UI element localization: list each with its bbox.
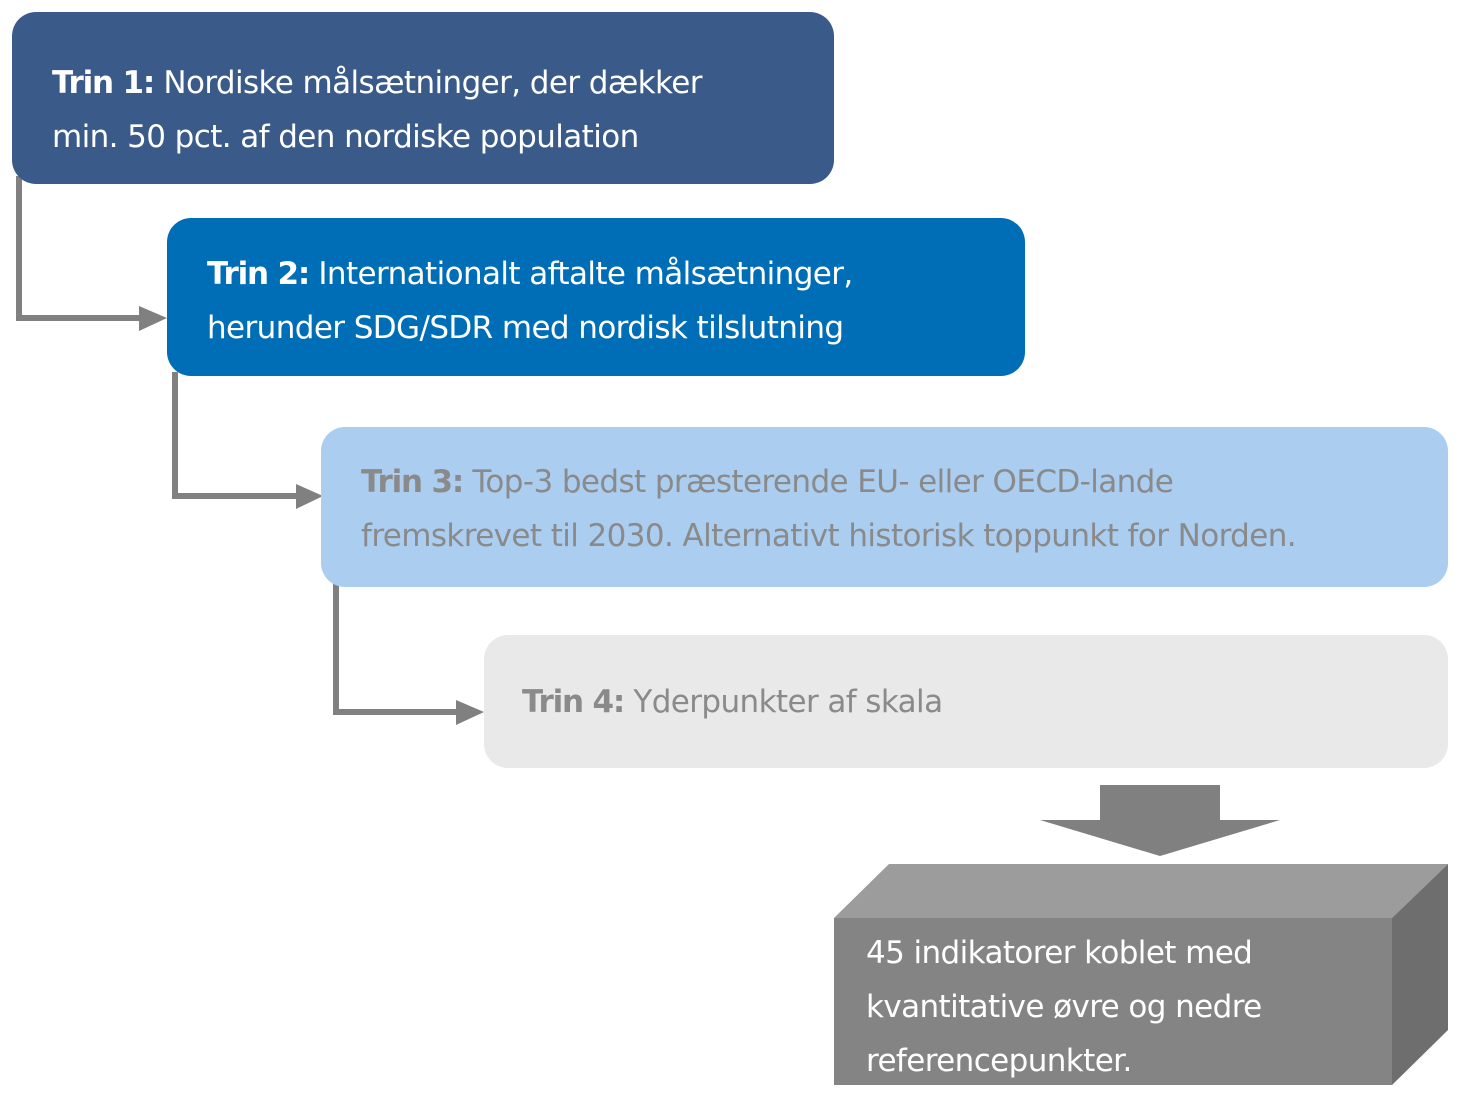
result-block-top	[834, 864, 1448, 918]
arrowhead-to-step2	[139, 306, 167, 331]
step-2-line-1: Trin 2: Internationalt aftalte målsætnin…	[207, 256, 853, 292]
step-3-line-1: Trin 3: Top-3 bedst præsterende EU- elle…	[361, 464, 1174, 500]
result-line-3: referencepunkter.	[866, 1043, 1132, 1079]
result-block-front	[834, 918, 1392, 1085]
step-3-line-2: fremskrevet til 2030. Alternativt histor…	[361, 518, 1297, 554]
step-1-label: Trin 1:	[52, 65, 155, 101]
step-3-box: Trin 3: Top-3 bedst præsterende EU- elle…	[321, 427, 1448, 587]
connector-1-2	[16, 176, 145, 321]
connector-2-3	[172, 372, 300, 499]
result-line-2: kvantitative øvre og nedre	[866, 989, 1262, 1025]
result-line-1: 45 indikatorer koblet med	[866, 935, 1253, 971]
connector-3-4	[333, 580, 460, 715]
step-1-line-2: min. 50 pct. af den nordiske population	[52, 119, 639, 155]
step-2-label: Trin 2:	[207, 256, 310, 292]
step-4-line-1: Trin 4: Yderpunkter af skala	[522, 684, 943, 720]
step-1-line-1: Trin 1: Nordiske målsætninger, der dække…	[52, 65, 702, 101]
down-arrow-icon	[1040, 785, 1280, 856]
step-2-box: Trin 2: Internationalt aftalte målsætnin…	[167, 218, 1025, 376]
step-4-box: Trin 4: Yderpunkter af skala	[484, 635, 1448, 768]
result-block-side	[1392, 864, 1448, 1085]
step-3-label: Trin 3:	[361, 464, 464, 500]
step-2-line-2: herunder SDG/SDR med nordisk tilslutning	[207, 310, 844, 346]
result-text: 45 indikatorer koblet med kvantitative ø…	[834, 918, 1392, 1085]
step-1-box: Trin 1: Nordiske målsætninger, der dække…	[12, 12, 834, 184]
arrowhead-to-step3	[296, 484, 323, 509]
arrowhead-to-step4	[456, 700, 484, 725]
step-4-label: Trin 4:	[522, 684, 625, 720]
